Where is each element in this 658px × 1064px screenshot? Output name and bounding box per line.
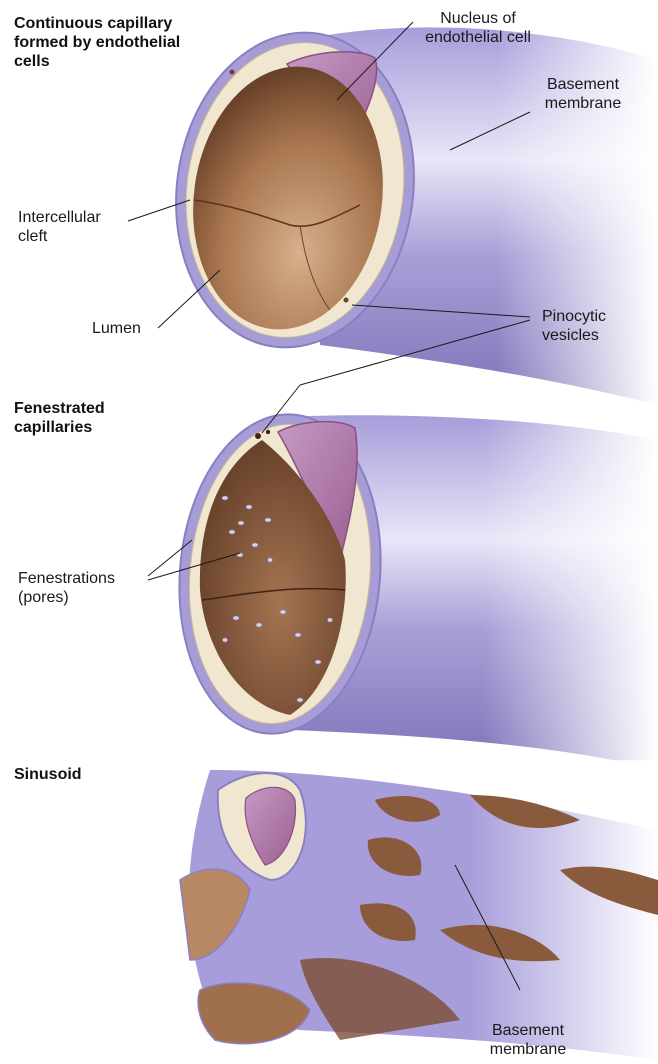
label-basement-membrane-bottom: Basement membrane xyxy=(478,1021,578,1059)
label-pinocytic-vesicles: Pinocytic vesicles xyxy=(542,307,606,345)
label-lumen: Lumen xyxy=(92,319,141,338)
fenestrated-vesicle xyxy=(255,433,261,439)
sinusoid xyxy=(180,760,658,1060)
label-intercellular-cleft: Intercellular cleft xyxy=(18,208,101,246)
fenestrated-capillary xyxy=(166,405,658,785)
heading-continuous-capillary: Continuous capillary formed by endotheli… xyxy=(14,14,180,71)
heading-fenestrated-capillaries: Fenestrated capillaries xyxy=(14,399,105,437)
heading-sinusoid: Sinusoid xyxy=(14,765,82,784)
label-fenestrations-pores: Fenestrations (pores) xyxy=(18,569,115,607)
fenestrated-vesicle xyxy=(266,430,270,434)
label-nucleus-of-endothelial-cell: Nucleus of endothelial cell xyxy=(398,9,558,47)
continuous-vesicle xyxy=(344,298,349,303)
continuous-vesicle xyxy=(230,70,235,75)
label-basement-membrane-top: Basement membrane xyxy=(533,75,633,113)
